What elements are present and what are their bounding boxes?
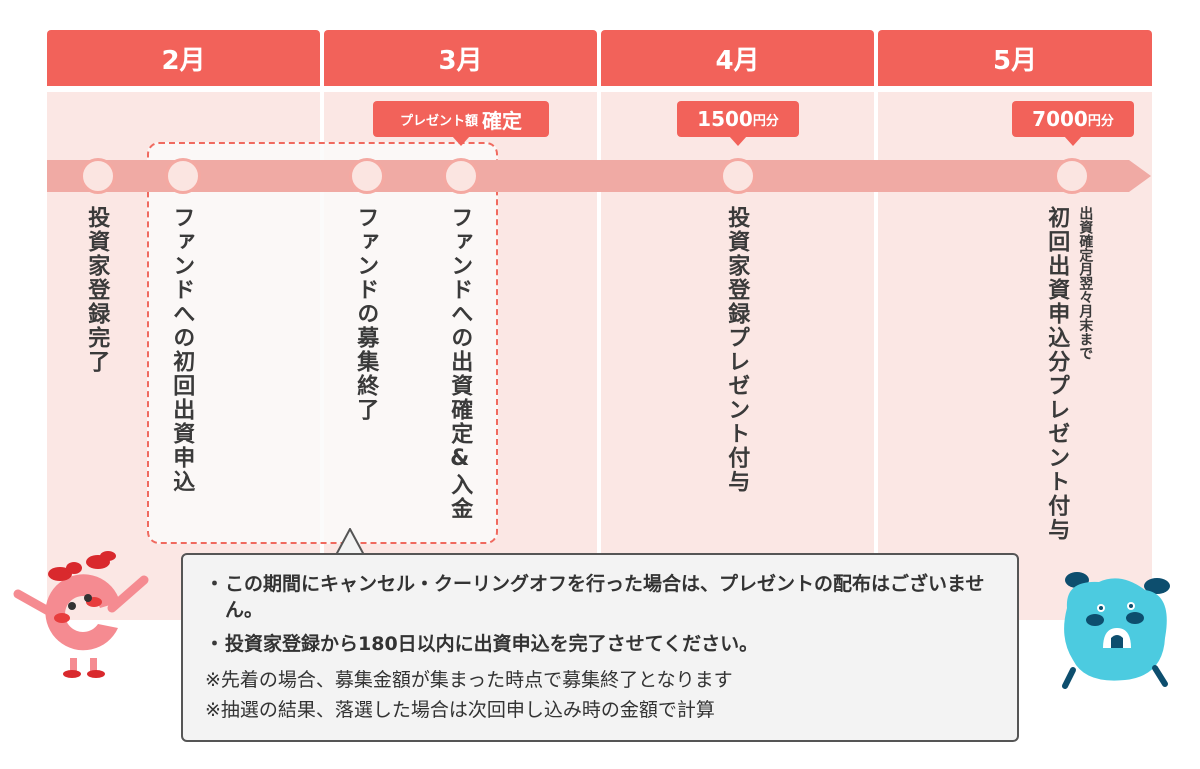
label-registration-present: 投資家登録プレゼント付与 [724,206,750,494]
cancellation-period-box [147,142,498,544]
timeline-dot-registration-present [720,158,756,194]
note-first-come: ※先着の場合、募集金額が集まった時点で募集終了となります [205,669,733,691]
month-header-mar: 3月 [324,30,597,86]
timeline-dot-investment-confirmed [443,158,479,194]
bullet-marker: ・ [205,573,225,595]
blue-mascot-illustration [1062,572,1170,689]
timeline-dot-investor-registered [80,158,116,194]
callout-1500-value: 1500 [697,107,753,131]
callout-present-amount-label: プレゼント額 [399,113,478,129]
callout-7000-yen: 7000 円分 [1012,101,1134,146]
note-cancellation-text: この期間にキャンセル・クーリングオフを行った場合は、プレゼントの配布はございませ… [225,573,985,621]
callout-present-amount-fixed: プレゼント額 確定 [373,101,549,146]
note-callout-tail [335,528,365,555]
callout-7000-value: 7000 [1032,107,1088,131]
note-bullet-deadline: ・ 投資家登録から180日以内に出資申込を完了させてください。 [205,631,995,657]
label-investor-registered: 投資家登録完了 [84,206,110,374]
timeline-arrow [47,160,1151,192]
note-lottery: ※抽選の結果、落選した場合は次回申し込み時の金額で計算 [205,699,715,721]
month-header-feb: 2月 [47,30,320,86]
callout-1500-unit: 円分 [752,113,779,129]
timeline-dot-first-investment-present [1054,158,1090,194]
month-header-apr: 4月 [601,30,874,86]
notes-panel: ・ この期間にキャンセル・クーリングオフを行った場合は、プレゼントの配布はござい… [181,553,1019,742]
label-investment-confirmed: ファンドへの出資確定&入金 [447,206,473,521]
label-first-investment-deadline: 出資確定月翌々月末まで [1077,206,1094,360]
note-deadline-text: 投資家登録から180日以内に出資申込を完了させてください。 [225,633,759,655]
pink-mascot-illustration [13,551,149,678]
label-recruitment-end: ファンドの募集終了 [353,206,379,422]
label-first-application: ファンドへの初回出資申込 [169,206,195,494]
callout-7000-unit: 円分 [1087,113,1114,129]
label-first-investment-present: 初回出資申込分プレゼント付与 [1044,206,1070,542]
timeline-dot-recruitment-end [349,158,385,194]
note-bullet-cancellation: ・ この期間にキャンセル・クーリングオフを行った場合は、プレゼントの配布はござい… [205,571,995,623]
bullet-marker: ・ [205,633,225,655]
callout-1500-yen: 1500 円分 [677,101,799,146]
timeline-dot-first-application [165,158,201,194]
callout-fixed-label: 確定 [482,108,522,133]
month-header-may: 5月 [878,30,1152,86]
